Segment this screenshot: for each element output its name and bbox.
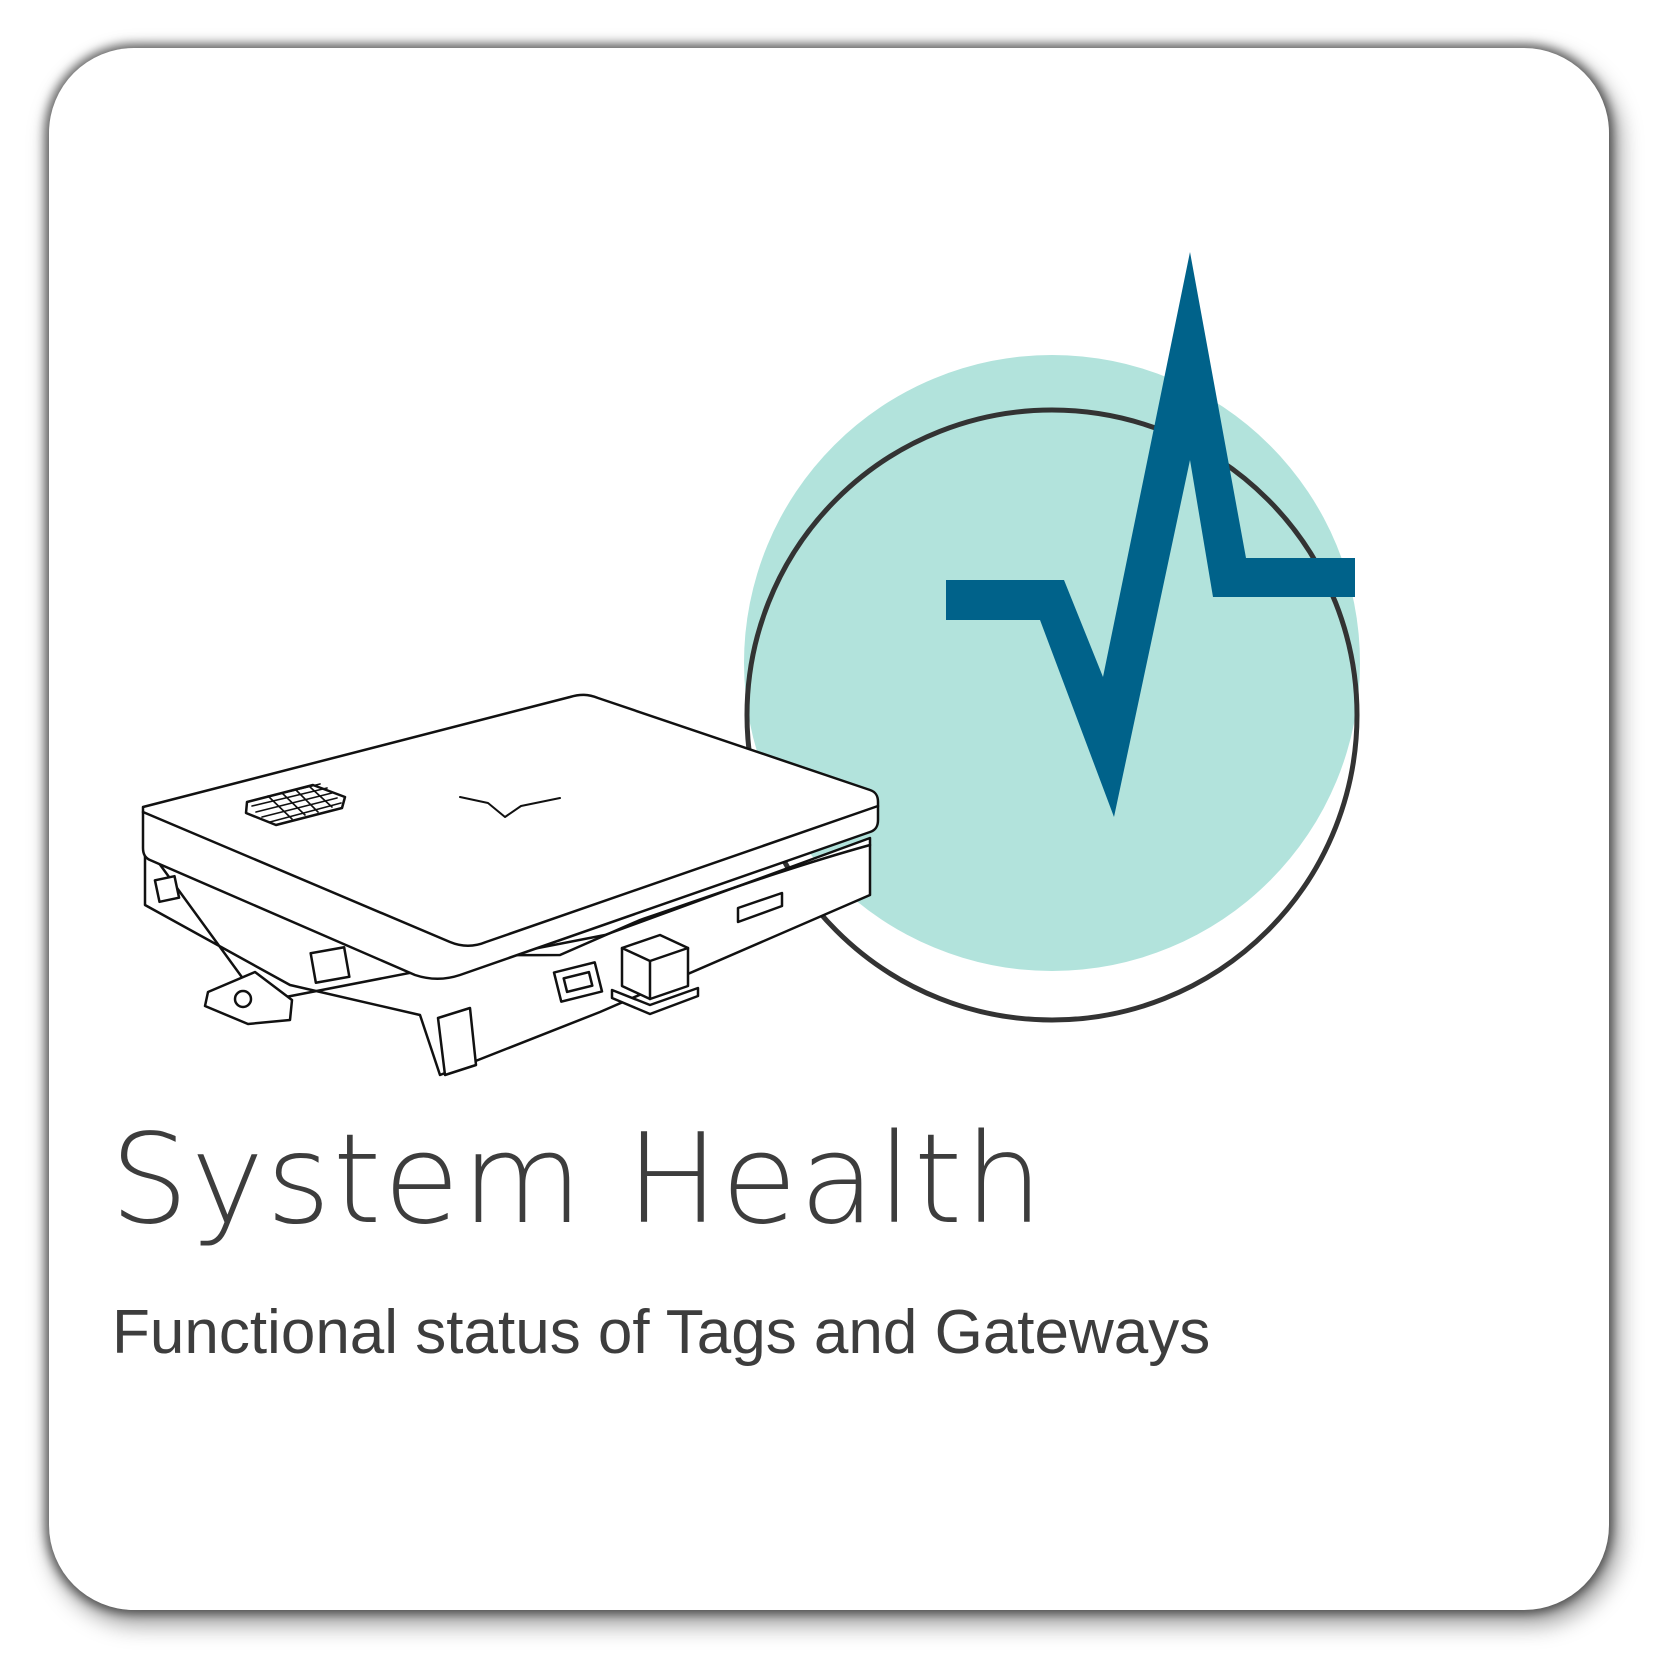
outline-circle bbox=[744, 407, 1360, 1023]
card-subtitle: Functional status of Tags and Gateways bbox=[112, 1298, 1211, 1367]
card-title: System Health bbox=[110, 1108, 1045, 1252]
gateway-device-illustration bbox=[141, 693, 880, 1077]
pulse-line bbox=[946, 252, 1355, 817]
heartbeat-pulse-icon bbox=[744, 252, 1360, 1023]
